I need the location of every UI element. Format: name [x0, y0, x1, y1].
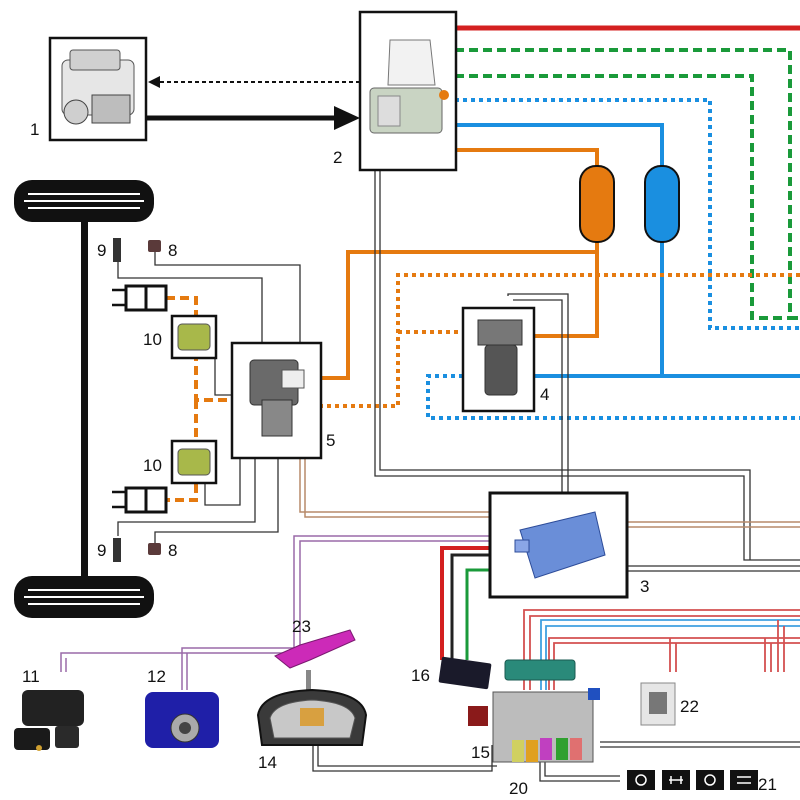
indicator-lamps-21 [627, 770, 758, 790]
circuit-line-orange-solid [455, 148, 599, 176]
signal-line-brown-2 [304, 458, 490, 518]
arrowhead-dashed [148, 76, 160, 88]
sensor-line-9-bottom [117, 458, 256, 536]
label-10-top: 10 [143, 330, 162, 349]
label-20: 20 [509, 779, 528, 798]
reservoir-blue [644, 165, 680, 243]
dashboard-14 [256, 688, 368, 746]
ecu-component [488, 491, 629, 599]
label-21: 21 [758, 775, 777, 794]
wheel-top [14, 180, 154, 222]
label-8-bottom: 8 [168, 541, 177, 560]
brake-chamber-top [112, 284, 168, 312]
label-23: 23 [292, 617, 311, 636]
signal-line-black-c [507, 293, 569, 493]
air-processing-unit-component [358, 10, 458, 172]
signal-line-fusebox-right [600, 741, 800, 748]
circuit-line-orange-to-valve5 [321, 250, 597, 380]
label-14: 14 [258, 753, 277, 772]
reservoir-orange [579, 165, 615, 243]
label-11: 11 [22, 667, 40, 686]
indicator-lamp-3 [696, 770, 724, 790]
pressure-sensor-11 [14, 690, 84, 751]
signal-line-black-a [374, 170, 800, 561]
signal-line-red-16 [440, 546, 490, 660]
signal-line-green-16 [465, 568, 490, 660]
bus-drops [669, 620, 785, 672]
label-10-bottom: 10 [143, 456, 162, 475]
signal-line-brown-3 [627, 521, 800, 528]
indicator-lamp-1 [627, 770, 655, 790]
arrowhead-solid [334, 106, 360, 130]
circuit-line-blue-dotted-2 [426, 374, 800, 420]
abs-modulator-bottom [170, 439, 218, 485]
signal-line-black-b [379, 170, 751, 560]
sensor-line-9-top [117, 262, 263, 343]
wear-sensor-top [148, 240, 161, 252]
bus-line-red-2 [548, 637, 800, 690]
label-4: 4 [540, 385, 549, 404]
switch-22 [640, 682, 676, 726]
abs-modulator-top [170, 314, 218, 360]
label-2: 2 [333, 148, 342, 167]
circuit-line-orange-dotted-1 [321, 273, 800, 408]
wheel-speed-sensor-bottom [113, 538, 121, 562]
wear-sensor-bottom [148, 543, 161, 555]
compressor-component [48, 36, 148, 142]
signal-line-dashboard [312, 745, 497, 772]
sensor-line-8-bottom [154, 458, 279, 545]
circuit-line-green-1 [455, 48, 800, 320]
circuit-line-blue-solid [455, 123, 664, 176]
label-9-top: 9 [97, 241, 106, 260]
wheel-bottom [14, 576, 154, 618]
brake-line-orange-dashed [166, 296, 232, 502]
control-module-16 [438, 656, 492, 690]
axle [81, 220, 88, 580]
label-15: 15 [471, 743, 490, 762]
position-sensor-12 [145, 692, 219, 748]
signal-line-20 [539, 762, 620, 782]
circuit-line-blue-dotted-1 [455, 98, 800, 330]
label-3: 3 [640, 577, 649, 596]
label-12: 12 [147, 667, 166, 686]
signal-line-black-d [513, 299, 563, 493]
label-16: 16 [411, 666, 430, 685]
label-5: 5 [326, 431, 335, 450]
hand-brake-lever-23 [274, 629, 356, 690]
sensor-line-8-top [154, 252, 301, 343]
label-9-bottom: 9 [97, 541, 106, 560]
sensor-line-10-bottom [204, 458, 241, 506]
circuit-line-green-2 [455, 74, 800, 320]
label-22: 22 [680, 697, 699, 716]
label-1: 1 [30, 120, 39, 139]
relay-valve-component [230, 341, 323, 460]
circuit-line-orange-to-valve4 [534, 240, 599, 338]
signal-line-black-16 [450, 553, 490, 660]
indicator-lamp-4 [730, 770, 758, 790]
fuse-box-15 [468, 659, 600, 763]
brake-chamber-bottom [112, 486, 168, 514]
wheel-speed-sensor-top [113, 238, 121, 262]
signal-line-brown-1 [299, 458, 490, 513]
brake-valve-component [461, 306, 536, 413]
label-8-top: 8 [168, 241, 177, 260]
